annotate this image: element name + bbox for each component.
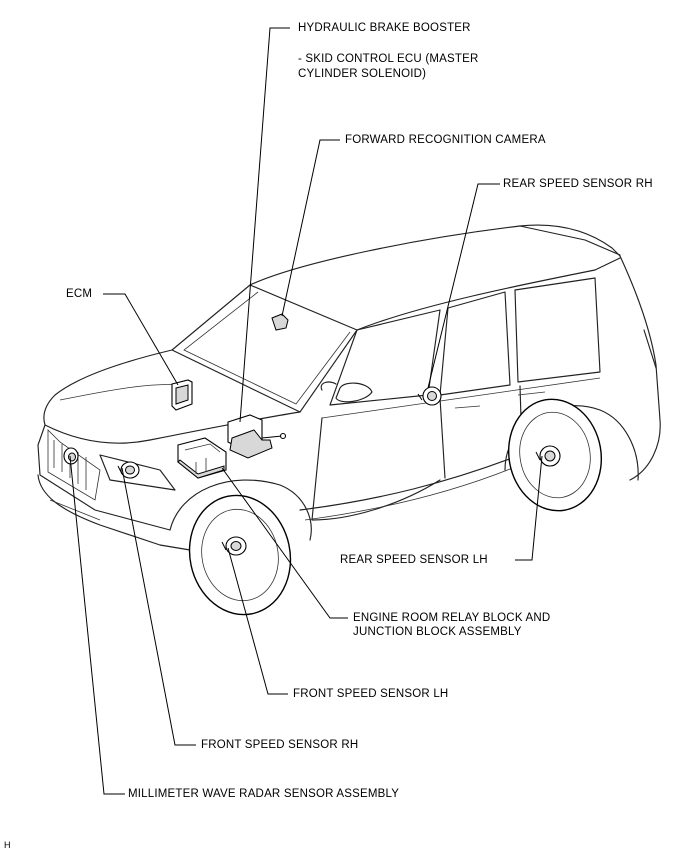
label-skid-ecu-line1: - SKID CONTROL ECU (MASTER (298, 53, 479, 65)
leader-ecm (103, 293, 179, 386)
front-speed-sensor-lh-icon (221, 536, 247, 556)
label-ecm: ECM (66, 288, 93, 300)
label-skid-ecu-line2: CYLINDER SOLENOID) (298, 68, 427, 80)
label-brake-booster: HYDRAULIC BRAKE BOOSTER (298, 22, 471, 34)
label-rear-speed-sensor-lh: REAR SPEED SENSOR LH (340, 554, 488, 566)
corner-code: H (4, 840, 11, 850)
leader-front-lh (227, 547, 288, 695)
front-wheel-lh (188, 494, 292, 616)
leader-radar (69, 455, 125, 795)
label-relay-block-line2: JUNCTION BLOCK ASSEMBLY (353, 626, 522, 638)
leader-camera (281, 139, 340, 317)
rear-speed-sensor-lh-icon (535, 445, 561, 467)
label-front-speed-sensor-lh: FRONT SPEED SENSOR LH (293, 688, 449, 700)
ecm-icon (171, 379, 193, 411)
vehicle-outline (37, 224, 661, 576)
forward-camera-icon (271, 313, 289, 331)
label-relay-block-line1: ENGINE ROOM RELAY BLOCK AND (353, 612, 551, 624)
rear-speed-sensor-rh-icon (417, 386, 442, 406)
label-rear-speed-sensor-rh: REAR SPEED SENSOR RH (503, 178, 653, 190)
leader-lines (69, 27, 543, 795)
front-speed-sensor-rh-icon (117, 461, 140, 479)
leader-relay-block (221, 467, 348, 619)
label-camera: FORWARD RECOGNITION CAMERA (345, 134, 546, 146)
relay-block-icon (177, 437, 227, 479)
label-radar-sensor: MILLIMETER WAVE RADAR SENSOR ASSEMBLY (128, 788, 400, 800)
leader-front-rh (121, 467, 196, 746)
leader-rear-rh (427, 183, 500, 389)
brake-booster-icon (227, 414, 287, 459)
label-front-speed-sensor-rh: FRONT SPEED SENSOR RH (201, 739, 359, 751)
leader-brake-booster (239, 27, 290, 423)
leader-rear-lh (515, 455, 543, 561)
